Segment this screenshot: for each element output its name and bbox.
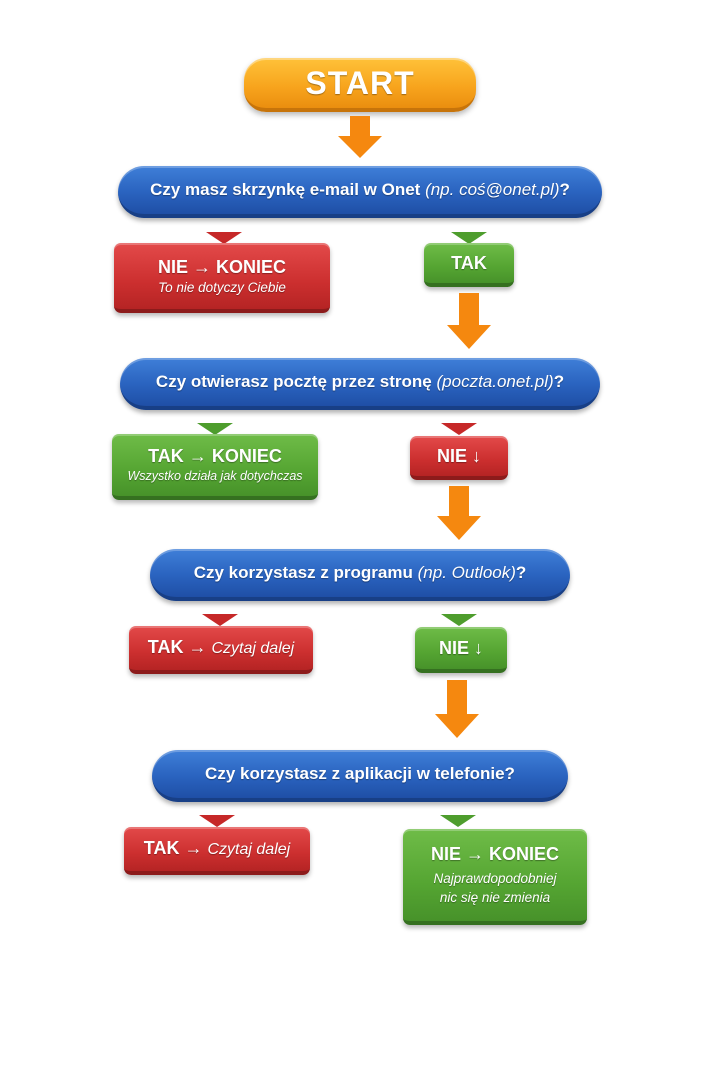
- answer-q1-no-end: NIE → KONIEC To nie dotyczy Ciebie: [114, 243, 330, 313]
- result-label: KONIEC: [489, 844, 560, 864]
- answer-label: NIE: [430, 844, 461, 864]
- result-label: KONIEC: [216, 256, 287, 277]
- answer-note: To nie dotyczy Ciebie: [158, 279, 286, 295]
- question-mark: ?: [515, 563, 527, 582]
- question-phone-app: Czy korzystasz z aplikacji w telefonie?: [152, 750, 568, 802]
- pointer-q4-yes: [199, 815, 235, 827]
- answer-label: TAK: [148, 445, 184, 466]
- question-hint: (np. Outlook): [417, 563, 516, 582]
- answer-label: NIE: [436, 446, 467, 466]
- answer-q3-yes: TAK → Czytaj dalej: [129, 626, 313, 674]
- question-text: Czy korzystasz z programu: [193, 563, 413, 582]
- action-label: Czytaj dalej: [207, 841, 291, 858]
- question-text: Czy otwierasz pocztę przez stronę: [155, 372, 432, 391]
- down-arrow-icon: ↓: [472, 446, 482, 466]
- answer-q2-yes-end: TAK → KONIEC Wszystko działa jak dotychc…: [112, 434, 318, 500]
- question-email-onet: Czy masz skrzynkę e-mail w Onet (np. coś…: [118, 166, 602, 218]
- answer-note-line-2: nic się nie zmienia: [439, 890, 551, 905]
- question-text: Czy masz skrzynkę e-mail w Onet: [150, 180, 421, 199]
- answer-label: TAK: [143, 838, 180, 858]
- arrow-q2-to-q3: [437, 486, 481, 540]
- right-arrow-icon: →: [188, 445, 207, 466]
- pointer-q4-no: [440, 815, 476, 827]
- arrow-q1-to-q2: [447, 293, 491, 349]
- right-arrow-icon: →: [188, 637, 207, 657]
- answer-q3-no: NIE ↓: [415, 627, 507, 673]
- question-text: Czy korzystasz z aplikacji w telefonie?: [205, 764, 515, 783]
- right-arrow-icon: →: [466, 844, 484, 864]
- answer-note-line-1: Najprawdopodobniej: [433, 871, 557, 886]
- answer-q2-no: NIE ↓: [410, 436, 508, 480]
- question-mail-program: Czy korzystasz z programu (np. Outlook)?: [150, 549, 570, 601]
- action-label: Czytaj dalej: [211, 640, 295, 657]
- result-label: KONIEC: [211, 445, 282, 466]
- answer-label: TAK: [451, 253, 487, 273]
- question-webmail: Czy otwierasz pocztę przez stronę (poczt…: [120, 358, 600, 410]
- pointer-q3-no: [441, 614, 477, 626]
- pointer-q1-yes: [451, 232, 487, 244]
- pointer-q3-yes: [202, 614, 238, 626]
- pointer-q2-no: [441, 423, 477, 435]
- right-arrow-icon: →: [184, 838, 203, 858]
- answer-label: TAK: [147, 637, 184, 657]
- question-hint: (np. coś@onet.pl): [425, 180, 560, 199]
- start-label: START: [305, 64, 415, 101]
- answer-q4-no-end: NIE → KONIEC Najprawdopodobniej nic się …: [403, 829, 587, 925]
- answer-q4-yes: TAK → Czytaj dalej: [124, 827, 310, 875]
- answer-q1-yes: TAK: [424, 243, 514, 287]
- answer-note: Wszystko działa jak dotychczas: [127, 468, 303, 483]
- right-arrow-icon: →: [193, 256, 211, 277]
- pointer-q2-yes: [197, 423, 233, 435]
- arrow-q3-to-q4: [435, 680, 479, 738]
- pointer-q1-no: [206, 232, 242, 244]
- question-hint: (poczta.onet.pl): [436, 372, 554, 391]
- down-arrow-icon: ↓: [474, 638, 484, 658]
- answer-label: NIE: [438, 638, 469, 658]
- question-mark: ?: [559, 180, 570, 199]
- start-node: START: [244, 58, 476, 112]
- arrow-start-to-q1: [338, 116, 382, 158]
- answer-label: NIE: [157, 256, 188, 277]
- question-mark: ?: [553, 372, 565, 391]
